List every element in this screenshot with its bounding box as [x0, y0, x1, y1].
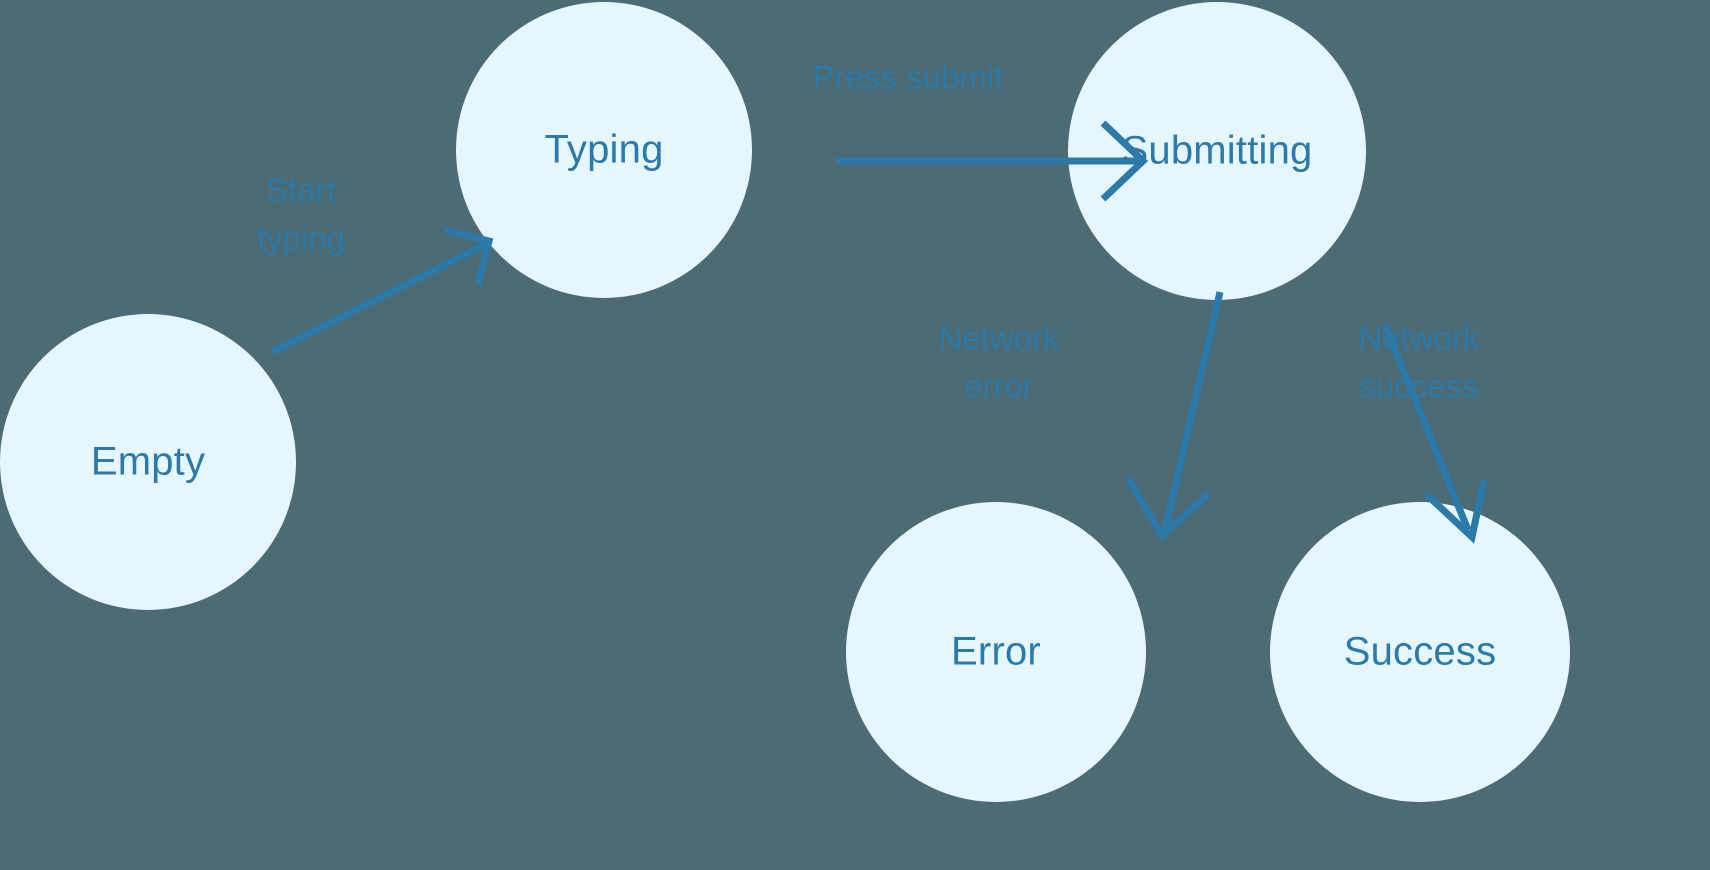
- state-node-submitting-circle[interactable]: [1068, 2, 1366, 300]
- edge-empty-to-typing-label-line2: typing: [257, 220, 345, 257]
- edge-typing-to-submitting-arrowhead: [1100, 120, 1149, 202]
- state-node-empty-circle[interactable]: [0, 314, 296, 610]
- edge-submitting-to-success-line: [1381, 323, 1472, 532]
- edge-empty-to-typing-arrowhead: [444, 226, 494, 286]
- state-node-typing-circle[interactable]: [456, 2, 752, 298]
- edge-submitting-to-error-label-line2: error: [964, 368, 1034, 405]
- state-node-error-circle[interactable]: [846, 502, 1146, 802]
- edge-submitting-to-success[interactable]: Network success: [1358, 320, 1488, 544]
- state-node-empty[interactable]: Empty: [0, 314, 296, 610]
- state-node-success-circle[interactable]: [1270, 502, 1570, 802]
- state-node-submitting-label: Submitting: [1122, 129, 1313, 173]
- state-node-typing[interactable]: Typing: [456, 2, 752, 298]
- state-node-success-label: Success: [1344, 630, 1497, 674]
- state-node-submitting[interactable]: Submitting: [1068, 2, 1366, 300]
- edge-empty-to-typing[interactable]: Start typing: [257, 172, 494, 356]
- edge-submitting-to-success-label-line1: Network: [1358, 320, 1480, 357]
- edge-submitting-to-success-arrowhead: [1423, 479, 1488, 544]
- edge-empty-to-typing-label-line1: Start: [266, 172, 336, 209]
- edge-submitting-to-error-line: [1161, 291, 1224, 531]
- edge-typing-to-submitting-label: Press submit: [813, 59, 1004, 96]
- edge-typing-to-submitting[interactable]: Press submit: [813, 59, 1149, 202]
- state-node-empty-label: Empty: [91, 440, 205, 484]
- edge-submitting-to-success-label-line2: success: [1359, 368, 1478, 405]
- edge-empty-to-typing-line: [270, 239, 490, 356]
- edge-submitting-to-error-arrowhead: [1124, 476, 1212, 542]
- edge-submitting-to-error-label-line1: Network: [938, 320, 1060, 357]
- state-node-error[interactable]: Error: [846, 502, 1146, 802]
- state-node-typing-label: Typing: [544, 128, 663, 172]
- state-node-error-label: Error: [951, 630, 1041, 674]
- edge-submitting-to-error[interactable]: Network error: [938, 291, 1224, 542]
- state-node-success[interactable]: Success: [1270, 502, 1570, 802]
